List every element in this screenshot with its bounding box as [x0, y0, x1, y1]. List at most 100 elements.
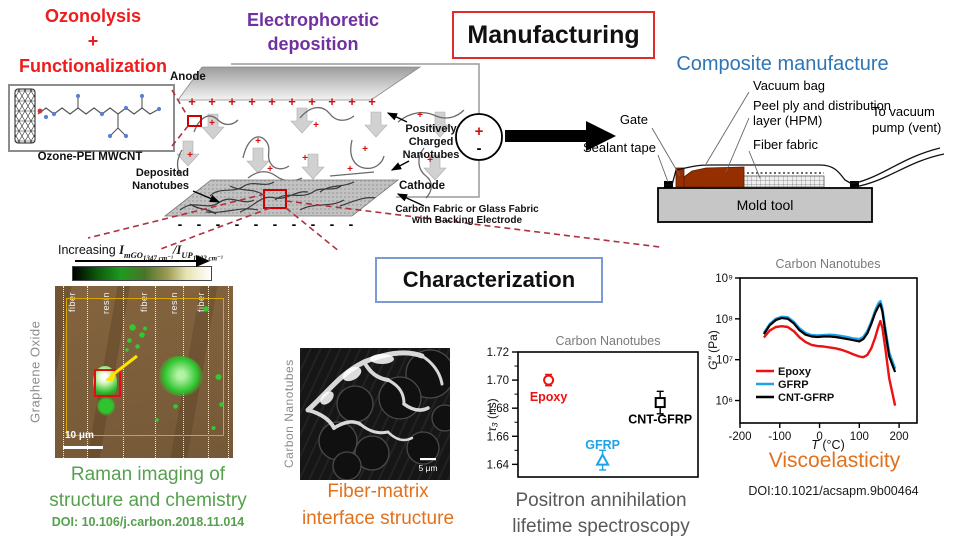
pump-label-2: pump (vent) [872, 120, 941, 135]
molecule-caption: Ozone-PEI MWCNT [37, 151, 143, 163]
vacuum-bag-film [664, 164, 853, 186]
svg-text:+: + [368, 94, 376, 109]
svg-text:+: + [362, 144, 368, 155]
fabric-arrow [396, 193, 425, 207]
nanotube-squiggles [176, 107, 465, 199]
svg-text:+: + [427, 155, 433, 166]
svg-text:1.72: 1.72 [487, 347, 509, 359]
go-speck [155, 418, 159, 422]
svg-text:0: 0 [816, 431, 822, 443]
deposited-label-1: Deposited [136, 167, 189, 179]
sealant-label: Sealant tape [583, 140, 656, 155]
leader-lines [651, 91, 761, 183]
carbon-nanotubes-side-label: Carbon Nanotubes [282, 359, 296, 469]
fiber-boundary-line [228, 286, 229, 458]
molecule-drawing [14, 88, 162, 144]
anode-charge-row: ++++++++++ [188, 94, 376, 109]
sem-image: 5 μm [300, 348, 459, 481]
pei-backbone [37, 107, 160, 115]
fiber-cross-section [378, 376, 422, 420]
fiber-cross-section [406, 431, 440, 465]
composite-heading: Composite manufacture [676, 53, 889, 75]
svg-text:Epoxy: Epoxy [530, 390, 568, 404]
svg-text:+: + [188, 94, 196, 109]
svg-text:-: - [178, 216, 183, 232]
svg-text:-: - [235, 216, 240, 232]
pump-label-1: To vacuum [872, 104, 935, 119]
pos-charged-label-3: Nanotubes [403, 149, 460, 161]
fiber-fabric-weave [706, 176, 824, 187]
sem-caption: Fiber-matrix interface structure [301, 481, 455, 529]
svg-text:-200: -200 [728, 431, 751, 443]
characterization-box: Characterization [375, 257, 603, 303]
circuit-wire-top [231, 63, 480, 113]
fabric-label-1: Carbon Fabric or Glass Fabric [395, 204, 539, 215]
n-atom [75, 93, 81, 99]
svg-text:10⁸: 10⁸ [715, 314, 733, 326]
visco-title: Carbon Nanotubes [776, 257, 881, 271]
svg-text:+: + [348, 94, 356, 109]
nanotube-charges: ++++++++++ [187, 110, 433, 175]
svg-text:-: - [273, 216, 278, 232]
pals-caption: Positron annihilation lifetime spectrosc… [512, 490, 690, 537]
visco-caption: Viscoelasticity [768, 449, 901, 472]
svg-text:200: 200 [890, 431, 909, 443]
raman-image: fiber resin fiber resin fiber 10 μm [55, 286, 233, 458]
visco-ylabel: G″ (Pa) [706, 330, 720, 370]
svg-text:1.66: 1.66 [487, 431, 509, 443]
anode-plate [177, 66, 422, 101]
sealant-tape-right [850, 181, 859, 188]
svg-text:10⁶: 10⁶ [715, 396, 733, 408]
fiber-boundary-line [155, 286, 156, 458]
raman-scale-text: 10 μm [65, 430, 94, 441]
mold-tool [657, 187, 873, 223]
colorbar-gradient [72, 266, 212, 281]
cnt-sidewall [14, 88, 36, 144]
ozonolysis-line2: + [87, 31, 99, 51]
manufacturing-box: Manufacturing [452, 11, 655, 59]
svg-text:GFRP: GFRP [585, 438, 620, 452]
gate-inlet [675, 167, 685, 188]
cathode-texture [165, 180, 398, 216]
n-atom [107, 133, 113, 139]
peel-ply-label-1: Peel ply and distribution [753, 98, 891, 113]
go-blob-large [159, 356, 203, 396]
svg-text:+: + [209, 118, 215, 129]
visco-chart: Carbon Nanotubes T (°C) G″ (Pa) -200-100… [706, 257, 918, 452]
go-speck [143, 326, 147, 331]
ozonolysis-line1: Ozonolysis [44, 6, 142, 26]
deposited-nanotube-mesh [179, 181, 377, 215]
power-supply [455, 113, 503, 161]
oxygen-atom [37, 108, 43, 114]
svg-text:10⁷: 10⁷ [716, 355, 733, 367]
vacuum-bag-label: Vacuum bag [753, 78, 825, 93]
svg-text:+: + [313, 120, 319, 131]
svg-text:1.68: 1.68 [487, 403, 509, 415]
anode-zoom-box [187, 115, 202, 127]
field-arrows [176, 107, 452, 181]
svg-text:10⁹: 10⁹ [715, 273, 733, 285]
sem-drawing: 5 μm [305, 349, 459, 481]
svg-text:-: - [216, 216, 221, 232]
svg-text:+: + [268, 94, 276, 109]
fiber-cross-section [354, 435, 390, 471]
svg-text:+: + [187, 150, 193, 161]
go-speck [215, 374, 222, 380]
manufacturing-label: Manufacturing [467, 21, 640, 49]
pei-branches [77, 96, 143, 137]
svg-text:+: + [255, 136, 261, 147]
pos-charged-label-1: Positively [405, 123, 457, 135]
fiber-boundary-line [87, 286, 88, 458]
svg-text:+: + [288, 94, 296, 109]
colorbar-label: Increasing ImGO1347 cm⁻¹/IUP1002 cm⁻¹ [58, 243, 223, 263]
n-atom [51, 111, 57, 117]
svg-text:-: - [349, 216, 354, 232]
mold-tool-label: Mold tool [737, 197, 794, 213]
pals-ylabel: τ₃ (ns) [485, 398, 499, 431]
raman-annotations [105, 354, 138, 382]
n-atom [43, 114, 49, 120]
resin-front [683, 166, 745, 188]
raman-highlight-box [94, 369, 121, 397]
svg-text:-: - [254, 216, 259, 232]
svg-text:GFRP: GFRP [778, 379, 809, 391]
